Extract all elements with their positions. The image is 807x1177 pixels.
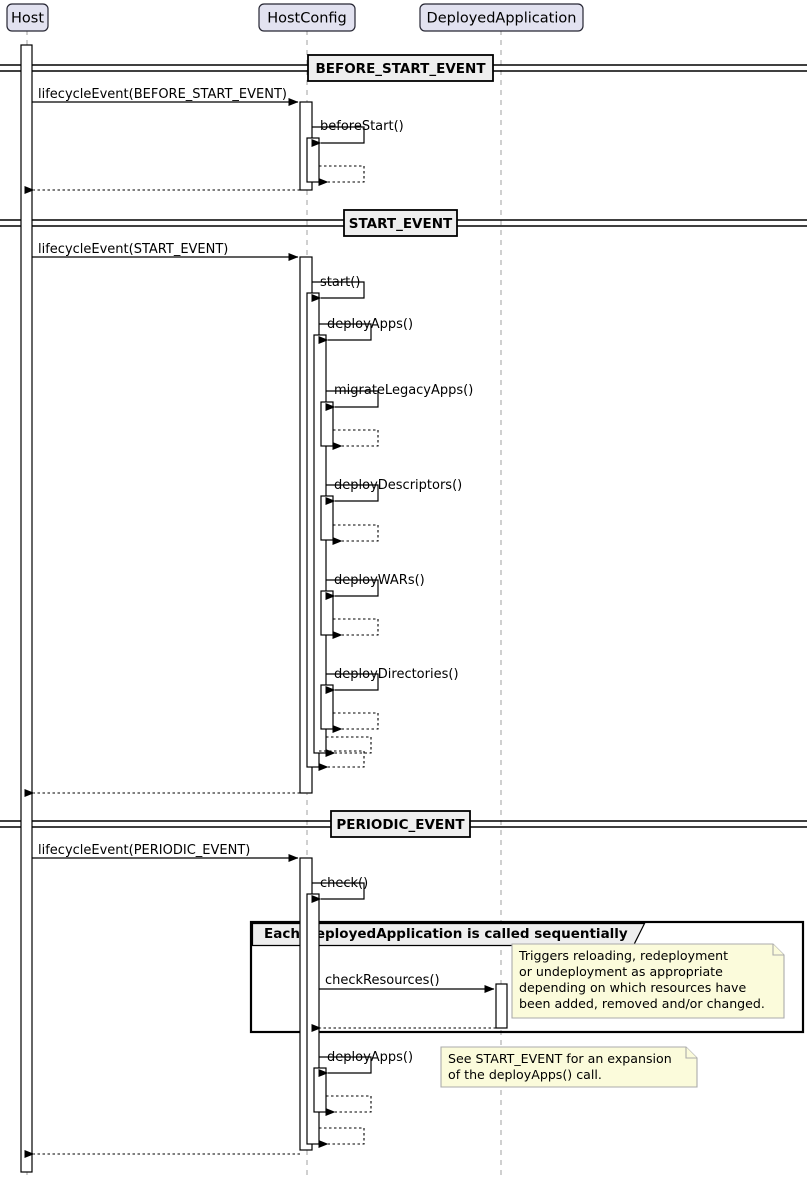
ret-deploy-apps [325,736,372,757]
participants-layer: Host HostConfig DeployedApplication [6,3,584,32]
participant-config[interactable]: HostConfig [258,3,356,32]
dividers-layer: BEFORE_START_EVENT START_EVENT PERIODIC_EV… [0,54,807,838]
ret-descriptors [332,524,379,545]
ret-wars [332,618,379,639]
msg-wars: deployWARs() [325,573,425,600]
message-arrow [318,1127,365,1148]
message-label: deployApps() [327,1050,413,1065]
note-line: of the deployApps() call. [448,1067,602,1082]
message-label: deployDirectories() [334,667,459,682]
note-line: or undeployment as appropriate [519,964,723,979]
act-migrate [320,401,334,447]
participant-app[interactable]: DeployedApplication [419,3,584,32]
msg-migrate: migrateLegacyApps() [325,383,473,411]
act-app-check [495,983,508,1029]
participant-label: Host [11,11,44,27]
message-arrow [325,736,372,757]
note-body [511,943,785,1019]
message-arrow [318,323,372,344]
group-label: Each DeployedApplication is called seque… [264,926,628,942]
act-wars [320,590,334,636]
message-label: beforeStart() [320,119,404,134]
message-arrow [318,750,365,771]
message-label: migrateLegacyApps() [334,383,473,398]
message-label: deployApps() [327,317,413,332]
act-directories [320,684,334,730]
note-line: Triggers reloading, redeployment [518,948,728,963]
message-arrow [325,1095,372,1116]
activations-layer [20,44,508,1173]
participant-box[interactable] [258,3,356,32]
divider-label: BEFORE_START_EVENT [315,61,486,77]
message-arrow [311,281,365,302]
ret-migrate [332,429,379,450]
message-label: check() [320,876,368,891]
messages-layer: lifecycleEvent(BEFORE_START_EVENT)before… [24,87,496,1158]
message-arrow [332,618,379,639]
act-deployapps-2 [313,1067,327,1113]
note-body [440,1046,698,1088]
msg-deploy-apps: deployApps() [318,317,413,344]
ret-start [318,750,365,771]
msg-before-start: beforeStart() [311,119,404,147]
message-arrow [332,524,379,545]
message-arrow [325,484,379,505]
msg-directories: deployDirectories() [325,667,459,694]
divider-periodic: PERIODIC_EVENT [0,810,807,838]
ret-check [318,1127,365,1148]
participant-host[interactable]: Host [6,3,49,32]
message-arrow [332,712,379,733]
message-label: checkResources() [325,973,440,988]
message-arrow [318,165,365,186]
msg-lifecycle-periodic: lifecycleEvent(PERIODIC_EVENT) [32,843,299,862]
divider-label-box [307,54,494,82]
divider-label: PERIODIC_EVENT [336,817,465,833]
divider-start: START_EVENT [0,209,807,237]
msg-descriptors: deployDescriptors() [325,478,462,505]
note-line: been added, removed and/or changed. [519,996,765,1011]
message-label: start() [320,275,360,290]
message-arrow [332,429,379,450]
note-line: depending on which resources have [519,980,747,995]
msg-check-resources: checkResources() [319,973,495,993]
message-arrow [311,882,365,903]
msg-check: check() [311,876,368,903]
participant-label: HostConfig [267,11,347,27]
group-frame [249,920,805,1034]
act-descriptors [320,495,334,541]
act-config-before-2 [306,137,320,183]
msg-start: start() [311,275,365,302]
message-arrow [325,579,379,600]
message-arrow [311,126,365,147]
ret-directories [332,712,379,733]
ret-before-start [318,165,365,186]
msg-lifecycle-start: lifecycleEvent(START_EVENT) [32,242,299,261]
message-arrow [325,673,379,694]
divider-label-box [343,209,458,237]
note-fold-corner [685,1047,697,1059]
participant-label: DeployedApplication [427,11,577,27]
participant-box[interactable] [419,3,584,32]
divider-label: START_EVENT [349,216,453,232]
message-arrow [318,1056,372,1077]
message-label: deployWARs() [334,573,425,588]
lifelines-layer [26,30,502,1177]
divider-label-box [330,810,471,838]
participant-box[interactable] [6,3,49,32]
message-label: lifecycleEvent(PERIODIC_EVENT) [38,843,250,858]
ret-deploy-apps-2 [325,1095,372,1116]
msg-deploy-apps-2: deployApps() [318,1050,413,1077]
message-label: deployDescriptors() [334,478,462,493]
act-host [20,44,33,1173]
message-arrow [325,390,379,411]
msg-lifecycle-before: lifecycleEvent(BEFORE_START_EVENT) [32,87,299,106]
message-label: lifecycleEvent(START_EVENT) [38,242,228,257]
note-line: See START_EVENT for an expansion [448,1051,672,1066]
note-fold-corner [772,944,784,956]
message-label: lifecycleEvent(BEFORE_START_EVENT) [38,87,287,102]
divider-before-start: BEFORE_START_EVENT [0,54,807,82]
